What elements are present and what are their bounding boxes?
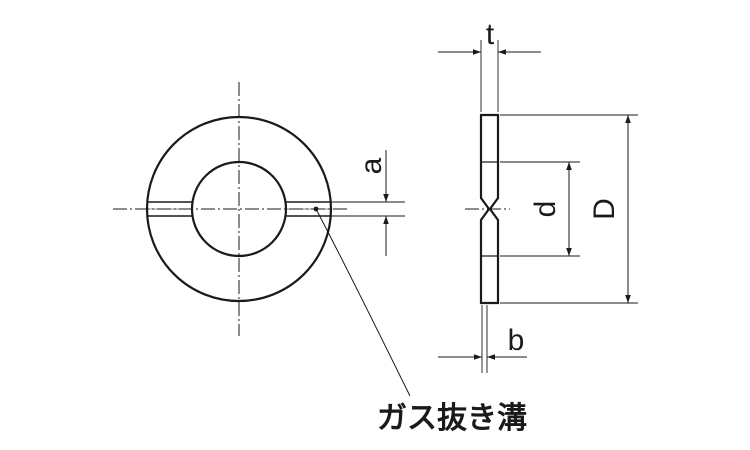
side-view: t d D b	[438, 18, 638, 373]
callout-leader	[313, 206, 411, 397]
label-D: D	[588, 198, 621, 220]
dimension-a: a	[331, 150, 405, 256]
label-t: t	[486, 18, 495, 51]
dimension-D: D	[500, 114, 638, 304]
label-d: d	[529, 201, 562, 218]
dimension-t: t	[438, 18, 541, 112]
callout-gas-vent-groove: ガス抜き溝	[377, 401, 527, 436]
dimension-b: b	[438, 305, 527, 373]
label-a: a	[355, 157, 388, 174]
washer-section	[479, 113, 500, 305]
right-groove	[286, 201, 331, 217]
label-b: b	[508, 324, 525, 357]
dimension-d: d	[500, 161, 580, 257]
left-groove	[147, 201, 192, 217]
front-view: a	[113, 82, 411, 397]
